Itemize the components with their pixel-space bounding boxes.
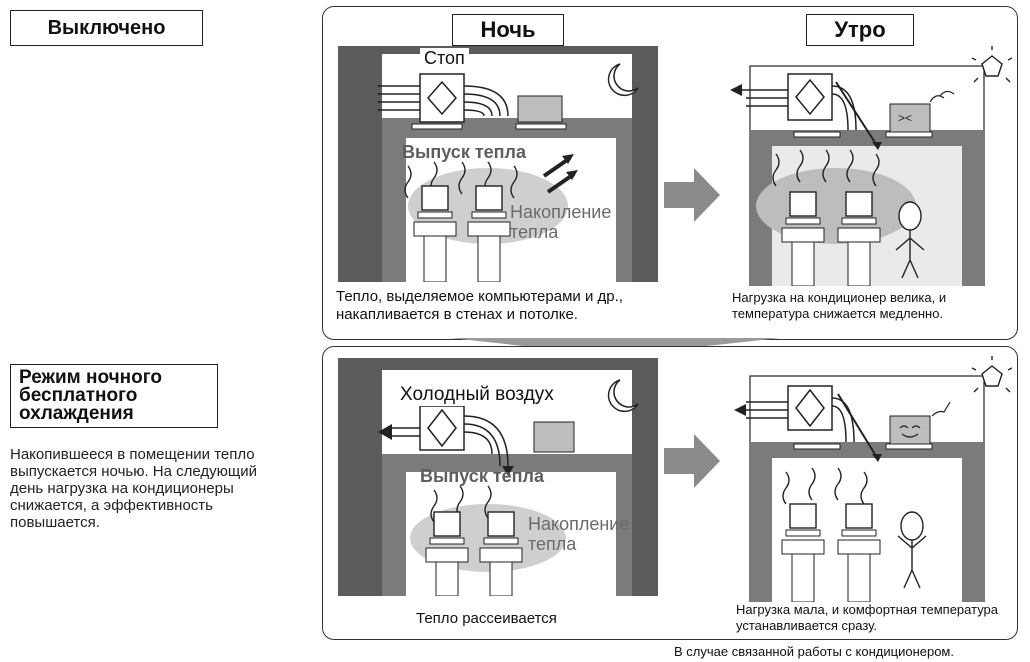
stop-label: Стоп <box>420 48 469 69</box>
night-mode-label: Режим ночного бесплатного охлаждения <box>10 364 218 428</box>
ac-grille <box>515 123 567 130</box>
music-note-icon <box>931 401 951 417</box>
ac-unit-stressed <box>889 103 931 133</box>
duct-left <box>740 89 788 107</box>
ac-unit <box>517 95 563 123</box>
cold-air-label: Холодный воздух <box>396 384 558 406</box>
duct-right <box>831 85 857 131</box>
exhaust-arrow-icon <box>730 84 742 96</box>
off-mode-label: Выключено <box>10 10 203 46</box>
exhaust-arrow-icon <box>378 424 392 440</box>
night-header: Ночь <box>452 14 564 46</box>
computer-icon <box>413 185 457 282</box>
morning-header: Утро <box>806 14 914 46</box>
top-night-scene <box>338 46 658 282</box>
computer-icon <box>837 191 881 286</box>
night-mode-description: Накопившееся в помещении тепло выпускает… <box>10 446 257 531</box>
top-night-caption: Тепло, выделяемое компьютерами и др., на… <box>336 288 623 323</box>
duct-left <box>378 85 420 111</box>
cold-air-arrow-icon <box>502 466 514 476</box>
top-morning-scene: >< <box>730 46 1012 286</box>
bottom-heat-release-label: Выпуск тепла <box>420 466 544 486</box>
ventilator-diamond-icon <box>427 80 457 116</box>
top-heat-accumulation-label: Накопление тепла <box>510 202 612 242</box>
person-happy-icon <box>897 511 927 589</box>
ventilator-diamond-icon <box>795 388 825 428</box>
sun-icon <box>971 356 1012 393</box>
bottom-heat-accumulation-label: Накопление тепла <box>528 514 630 554</box>
svg-text:><: >< <box>898 111 912 125</box>
air-flow-line <box>835 81 877 145</box>
heat-waves-icon <box>404 161 518 199</box>
computer-icon <box>837 503 881 602</box>
duct-right <box>831 397 855 443</box>
sun-icon <box>971 46 1012 83</box>
ventilator-diamond-icon <box>427 408 457 448</box>
person-hot-icon <box>895 201 925 279</box>
bottom-morning-scene <box>734 356 1012 602</box>
transition-arrow-icon <box>664 168 720 222</box>
top-heat-release-label: Выпуск тепла <box>402 142 526 162</box>
duct-left <box>390 427 420 437</box>
moon-icon <box>607 379 639 413</box>
heat-waves-icon <box>782 467 868 505</box>
bottom-night-caption: Тепло рассеивается <box>416 610 557 627</box>
heat-waves-icon <box>772 149 880 187</box>
heat-haze <box>756 168 916 244</box>
air-flow-line <box>837 393 877 457</box>
ac-unit-happy <box>889 415 931 445</box>
top-morning-caption: Нагрузка на кондиционер велика, и темпер… <box>732 290 947 321</box>
heat-out-arrow-icon <box>546 172 576 194</box>
footnote: В случае связанной работы с кондиционеро… <box>674 644 954 659</box>
ventilator-diamond-icon <box>795 78 825 116</box>
ac-unit <box>533 421 575 453</box>
moon-icon <box>607 63 639 97</box>
vent-grille <box>411 123 463 130</box>
duct-right <box>463 415 509 467</box>
computer-icon <box>425 511 469 596</box>
duct-right <box>463 85 509 117</box>
computer-icon <box>781 191 825 286</box>
computer-icon <box>467 185 511 282</box>
computer-icon <box>479 511 523 596</box>
computer-icon <box>781 503 825 602</box>
duct-left <box>746 401 788 419</box>
exhaust-arrow-icon <box>734 404 746 416</box>
bottom-morning-caption: Нагрузка мала, и комфортная температура … <box>736 602 999 633</box>
heat-out-arrow-icon <box>542 156 572 178</box>
transition-arrow-icon <box>664 434 720 488</box>
